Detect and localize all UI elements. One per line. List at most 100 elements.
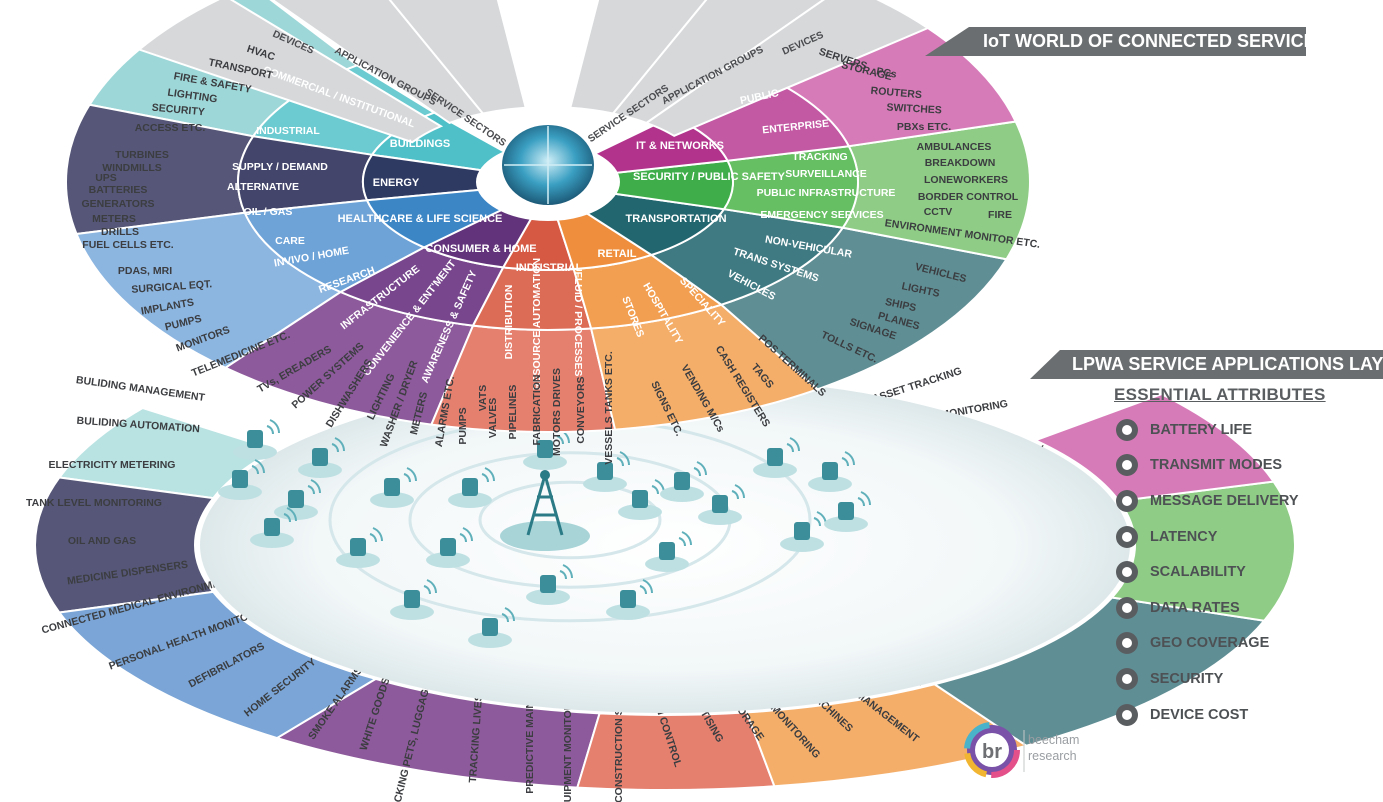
device-label: PUMPS: [457, 407, 469, 444]
lpwa-sector-industrial: [575, 711, 776, 791]
application-group-label: FLUID / PROCESSES: [572, 271, 584, 376]
application-group-label: SURVEILLANCE: [785, 168, 866, 180]
device-label: FABRICATION: [531, 375, 543, 446]
service-sector-industrial: INDUSTRIAL: [516, 262, 583, 274]
device-label: ROUTERS: [870, 85, 922, 101]
attribute-row: DEVICE COST: [1114, 697, 1374, 733]
device-label: SURGICAL EQT.: [131, 278, 213, 296]
attribute-label: GEO COVERAGE: [1150, 635, 1270, 652]
music-note-icon: [824, 491, 871, 532]
essential-attributes-list: BATTERY LIFE TRANSMIT MODES MESSAGE DELIVE…: [1114, 412, 1374, 732]
device-label: VATS: [477, 385, 489, 411]
service-sector-transportation: TRANSPORTATION: [625, 213, 726, 225]
lpwa-sector-retail: [745, 683, 1029, 788]
logo-ring-pink: [964, 722, 1020, 778]
beecham-research-logo: br beecham research: [964, 722, 1079, 778]
application-group-label: INDUSTRIAL: [256, 125, 320, 137]
attribute-label: TRANSMIT MODES: [1150, 457, 1283, 474]
device-label: SECURITY: [151, 102, 205, 119]
network-node-icon: [1116, 561, 1138, 584]
logo-center: [975, 733, 1009, 767]
home-icon: [233, 419, 280, 460]
service-sector-buildings: BUILDINGS: [390, 138, 451, 150]
service-sector-retail: RETAIL: [598, 248, 637, 260]
machine-icon: [606, 579, 653, 620]
thermometer-icon: [370, 467, 417, 508]
heart-monitor-icon: [336, 527, 383, 568]
device-label: PBXs ETC.: [897, 121, 951, 133]
device-label: PDAS, MRI: [118, 265, 172, 277]
attribute-label: SECURITY: [1150, 670, 1224, 687]
device-label: PIPELINES: [507, 385, 519, 440]
application-group-label: SUPPLY / DEMAND: [232, 161, 328, 173]
database-icon: [1116, 596, 1138, 619]
lpwa-layer-banner: LPWA SERVICE APPLICATIONS LAYER: [1030, 350, 1383, 379]
service-sector-security: SECURITY / PUBLIC SAFETY: [633, 171, 786, 183]
essential-attributes-panel: ESSENTIAL ATTRIBUTES BATTERY LIFE TRANSMI…: [1114, 385, 1374, 732]
lpwa-app-label: OIL AND GAS: [68, 535, 136, 547]
device-label: ACCESS ETC.: [135, 122, 206, 134]
device-label: VALVES: [487, 398, 499, 438]
device-label: PCs: [875, 65, 897, 80]
laptop-icon: [698, 484, 745, 525]
database-icon: [753, 437, 800, 478]
camera-icon: [426, 527, 473, 568]
attribute-label: DATA RATES: [1150, 599, 1240, 616]
attribute-row: GEO COVERAGE: [1114, 626, 1374, 662]
plug-icon: [298, 437, 345, 478]
display-icon: [523, 429, 570, 470]
padlock-icon: [1116, 667, 1138, 690]
lpwa-app-label: ELECTRICITY METERING: [49, 459, 176, 471]
lpwa-sector-consumer: [274, 677, 601, 789]
stopwatch-icon: [1116, 525, 1138, 548]
meter-icon: [218, 459, 265, 500]
device-label: DRILLS: [101, 226, 139, 238]
header-tab: [568, 0, 708, 115]
essential-attributes-heading: ESSENTIAL ATTRIBUTES: [1114, 385, 1326, 404]
lpwa-device-floor: [200, 377, 1130, 713]
lpwa-sector-transportation: [932, 596, 1267, 747]
device-label: SWITCHES: [886, 102, 942, 117]
device-label: CONVEYORS: [575, 376, 587, 443]
logo-name-line2: research: [1028, 749, 1077, 763]
application-group-label: TRACKING: [792, 151, 847, 163]
globe-icon: [476, 125, 620, 220]
attribute-label: DEVICE COST: [1150, 706, 1249, 723]
device-label: AMBULANCES: [917, 141, 992, 153]
application-group-label: DISTRIBUTION: [503, 285, 515, 360]
logo-mark: br: [982, 741, 1002, 763]
message-check-icon: [1116, 489, 1138, 512]
robot-arm-icon: [526, 564, 573, 605]
pump-icon: [448, 467, 495, 508]
attribute-label: MESSAGE DELIVERY: [1150, 492, 1299, 509]
attribute-row: MESSAGE DELIVERY: [1114, 483, 1374, 519]
globe-icon: [1116, 632, 1138, 655]
iot-services-ring: [65, 0, 1031, 433]
device-label: MOTORS DRIVES: [551, 368, 563, 456]
attribute-row: SCALABILITY: [1114, 554, 1374, 590]
device-label: BORDER CONTROL: [918, 191, 1019, 203]
lpwa-sector-healthcare: [57, 590, 379, 740]
device-label: VESSELS TANKS ETC.: [603, 351, 615, 465]
tablet-icon: [583, 451, 630, 492]
header-tab: [271, 0, 485, 125]
header-tab: [644, 0, 930, 137]
attribute-row: BATTERY LIFE: [1114, 412, 1374, 448]
attribute-row: SECURITY: [1114, 661, 1374, 697]
device-label: FUEL CELLS ETC.: [82, 239, 173, 251]
lightbulb-icon: [780, 511, 827, 552]
iot-world-banner: IoT WORLD OF CONNECTED SERVICES: [925, 27, 1306, 56]
device-label: UPS: [95, 172, 117, 184]
price-tag-icon: [1116, 703, 1138, 726]
device-label: METERS: [92, 213, 136, 225]
service-sector-energy: ENERGY: [373, 177, 420, 189]
cell-tower-icon: [500, 470, 590, 551]
application-group-label: OIL / GAS: [244, 206, 293, 218]
service-sector-consumer-home: CONSUMER & HOME: [425, 243, 536, 255]
service-sector-healthcare: HEALTHCARE & LIFE SCIENCE: [338, 213, 503, 225]
header-tab: [137, 0, 444, 144]
washer-icon: [390, 579, 437, 620]
device-label: BREAKDOWN: [925, 157, 996, 169]
header-tab: [611, 0, 825, 125]
